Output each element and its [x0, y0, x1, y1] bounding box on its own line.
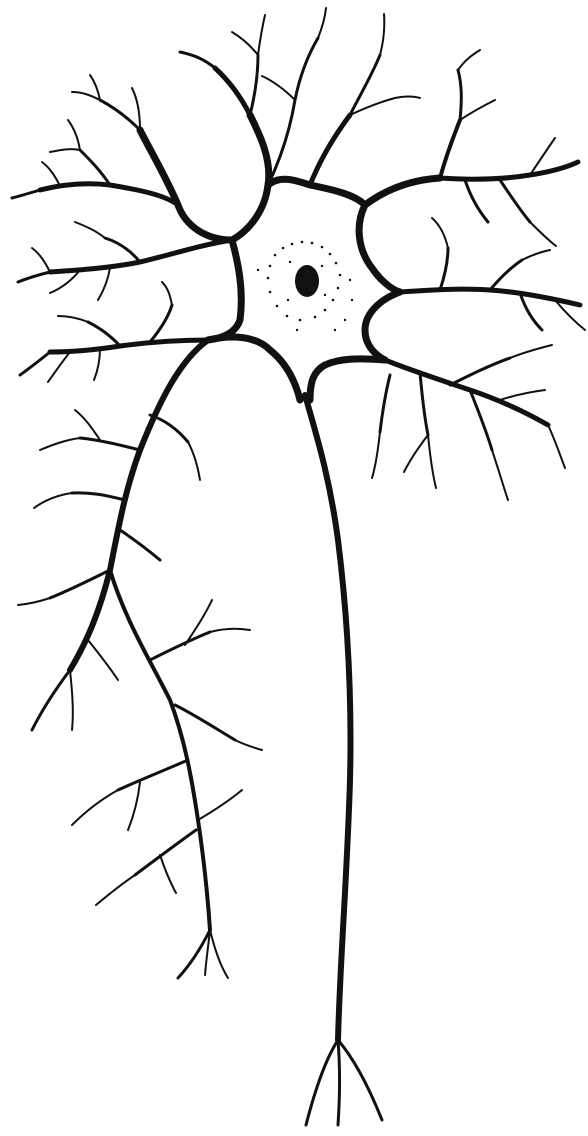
dendrite-top-right [310, 14, 495, 185]
dendrite-top-center [180, 8, 326, 185]
dendrites [12, 8, 585, 978]
dendrite-right-lower [372, 345, 565, 500]
dendrite-upper-left [12, 75, 178, 205]
dendrite-right-mid [400, 218, 585, 330]
axon-terminal [306, 1040, 382, 1125]
dendrite-descending-left [18, 340, 262, 978]
soma-cell-body [140, 115, 440, 400]
nucleus [295, 265, 319, 297]
dendrite-right-upper [440, 138, 578, 246]
axon [305, 395, 351, 1040]
